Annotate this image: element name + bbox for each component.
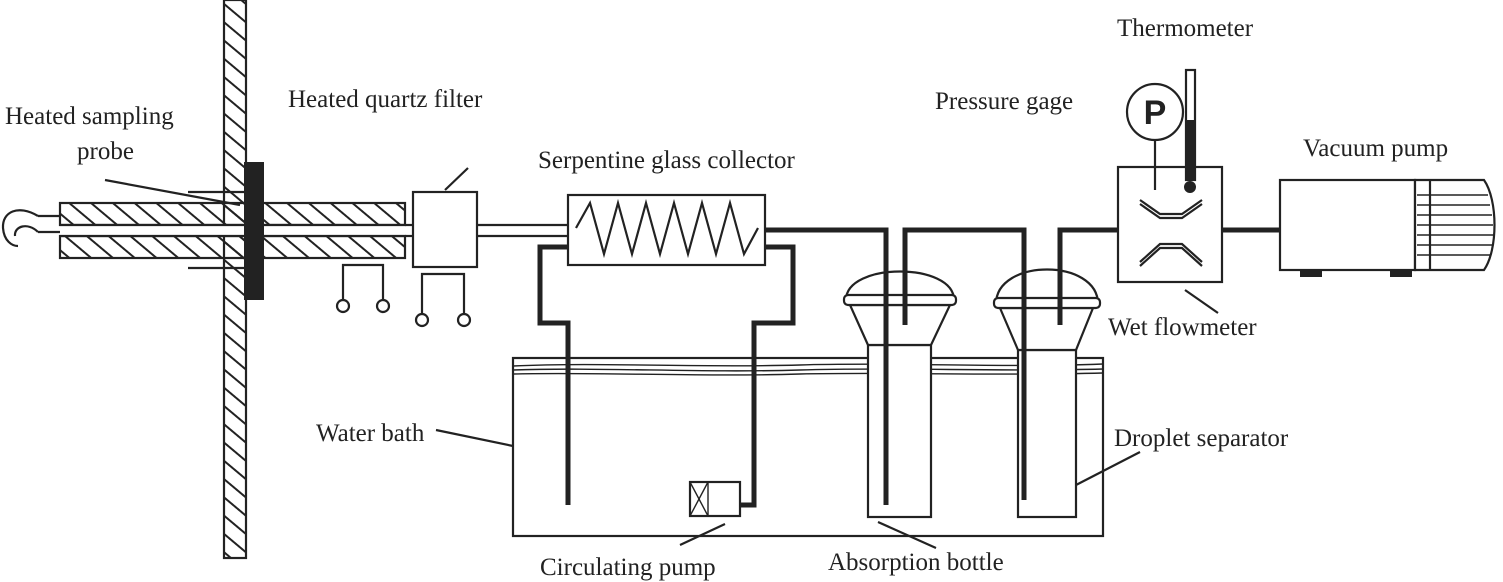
label-absorption-bottle: Absorption bottle	[828, 549, 1004, 576]
serpentine-glass-collector	[566, 193, 767, 267]
heated-sampling-probe	[1, 201, 407, 260]
water-bath	[511, 356, 1105, 538]
thermometer	[1184, 68, 1197, 193]
circulating-pump	[688, 480, 742, 518]
label-heated-quartz-filter: Heated quartz filter	[288, 86, 483, 113]
pressure-gage-symbol: P	[1144, 94, 1167, 132]
label-leader-lines	[104, 167, 1219, 550]
pressure-gage: P	[1125, 82, 1185, 190]
heated-quartz-filter	[405, 190, 568, 269]
label-serpentine-glass-collector: Serpentine glass collector	[538, 147, 796, 174]
wall-port-flange	[188, 162, 264, 300]
label-droplet-separator: Droplet separator	[1114, 425, 1289, 452]
label-wet-flowmeter: Wet flowmeter	[1108, 314, 1257, 341]
absorption-bottle	[842, 270, 958, 519]
label-water-bath: Water bath	[316, 420, 425, 447]
label-circulating-pump: Circulating pump	[540, 554, 716, 581]
stack-wall	[222, 0, 248, 560]
label-thermometer: Thermometer	[1117, 15, 1254, 42]
wet-flowmeter	[1116, 165, 1224, 284]
heater-terminals-filter	[414, 272, 472, 328]
vacuum-pump	[1278, 178, 1496, 277]
label-pressure-gage: Pressure gage	[935, 88, 1073, 115]
label-heated-sampling-probe-line2: probe	[77, 138, 134, 165]
heater-terminals-probe	[335, 263, 391, 314]
label-vacuum-pump: Vacuum pump	[1303, 135, 1448, 162]
label-heated-sampling-probe-line1: Heated sampling	[5, 103, 174, 130]
cooling-circulation-lines	[537, 244, 796, 508]
